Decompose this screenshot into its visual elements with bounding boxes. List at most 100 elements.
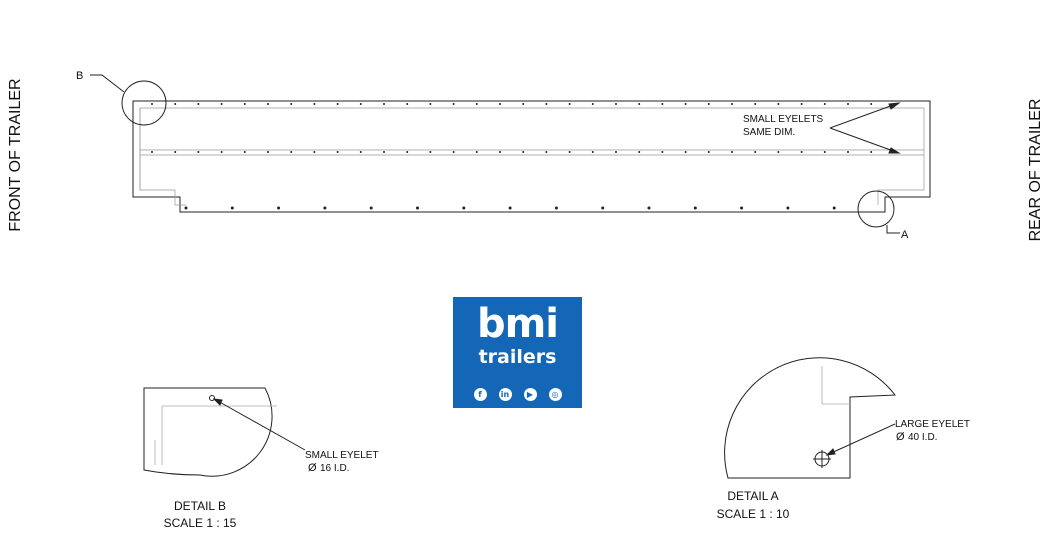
large-eyelet	[786, 206, 790, 210]
small-eyelet	[290, 151, 293, 153]
eyelets	[151, 103, 896, 210]
small-eyelet	[522, 103, 525, 105]
large-eyelet	[554, 206, 558, 210]
detail-b-small-eyelet	[209, 395, 215, 401]
small-eyelet	[823, 103, 826, 105]
small-eyelet	[359, 103, 362, 105]
detail-a-scale: SCALE 1 : 10	[717, 507, 790, 521]
small-eyelet	[847, 103, 849, 105]
small-eyelet	[220, 103, 223, 105]
small-eyelet	[499, 151, 501, 153]
detail-a-callout-circle	[857, 190, 895, 228]
small-eyelet	[777, 103, 780, 105]
detail-a-leader	[886, 225, 900, 234]
large-eyelet	[416, 206, 419, 210]
small-eyelet	[313, 103, 316, 105]
detail-a-drawing	[724, 357, 896, 479]
large-eyelet	[832, 206, 836, 210]
detail-b-diameter-symbol: Ø	[308, 462, 317, 474]
small-eyelet	[870, 151, 873, 153]
small-eyelet	[383, 103, 385, 105]
large-eyelet	[508, 206, 512, 210]
detail-b-note-arrow	[212, 398, 306, 451]
small-eyelet	[591, 151, 594, 153]
facebook-icon: f	[473, 388, 487, 401]
detail-a-note-line2: 40 I.D.	[908, 432, 937, 443]
instagram-icon: ◎	[548, 388, 562, 401]
linkedin-icon: in	[498, 388, 512, 401]
small-eyelet	[568, 151, 571, 153]
small-eyelet	[754, 151, 757, 153]
large-eyelet	[647, 206, 651, 210]
small-eyelet	[220, 151, 223, 153]
small-eyelet	[336, 151, 339, 153]
small-eyelet	[406, 103, 409, 105]
youtube-icon: ▶	[523, 388, 537, 401]
small-eyelets-arrows	[829, 102, 901, 154]
large-eyelet	[277, 206, 281, 210]
small-eyelet	[174, 151, 177, 153]
small-eyelet	[406, 151, 409, 153]
small-eyelet	[823, 151, 826, 153]
small-eyelet	[638, 151, 641, 153]
small-eyelet	[290, 103, 293, 105]
detail-a-title: DETAIL A	[727, 489, 778, 503]
detail-b-callout-letter: B	[76, 70, 83, 82]
detail-b-drawing	[143, 387, 273, 477]
large-eyelet	[601, 206, 605, 210]
bmi-trailers-logo: bmi trailers f in ▶ ◎	[453, 297, 582, 408]
small-eyelet	[847, 151, 849, 153]
large-eyelet	[693, 206, 697, 210]
logo-subtitle-text: trailers	[478, 346, 557, 368]
logo-brand-text: bmi	[476, 301, 559, 347]
small-eyelet	[151, 103, 153, 105]
small-eyelet	[684, 151, 687, 153]
small-eyelet	[267, 103, 269, 105]
front-of-trailer-label: FRONT OF TRAILER	[7, 78, 24, 231]
small-eyelet	[383, 151, 385, 153]
large-eyelet	[230, 206, 234, 210]
detail-a-diameter-symbol: Ø	[896, 431, 905, 443]
trailer-outline	[132, 100, 931, 213]
small-eyelet	[638, 103, 641, 105]
small-eyelet	[174, 103, 177, 105]
detail-a-note-line1: LARGE EYELET	[895, 419, 970, 430]
small-eyelet	[777, 151, 780, 153]
detail-a-large-eyelet	[813, 450, 831, 468]
small-eyelet	[475, 103, 478, 105]
small-eyelet	[661, 151, 664, 153]
small-eyelet	[615, 103, 617, 105]
small-eyelet	[243, 151, 246, 153]
small-eyelet	[615, 151, 617, 153]
large-eyelet	[369, 206, 373, 210]
small-eyelet	[151, 151, 153, 153]
small-eyelet	[800, 103, 803, 105]
small-eyelet	[313, 151, 316, 153]
detail-b-callout-circle	[121, 80, 167, 126]
detail-b-note-line2: 16 I.D.	[320, 463, 349, 474]
small-eyelet	[731, 151, 733, 153]
small-eyelet	[754, 103, 757, 105]
small-eyelet	[336, 103, 339, 105]
small-eyelet	[870, 103, 873, 105]
small-eyelet	[684, 103, 687, 105]
large-eyelet	[323, 206, 327, 210]
small-eyelet	[429, 151, 432, 153]
trailer-inner-lines	[139, 107, 925, 206]
large-eyelet	[184, 206, 188, 210]
small-eyelet	[359, 151, 362, 153]
detail-a-note-arrow	[825, 423, 896, 456]
small-eyelet	[429, 103, 432, 105]
small-eyelet	[800, 151, 803, 153]
small-eyelet	[568, 103, 571, 105]
small-eyelet	[243, 103, 246, 105]
detail-a-inner-lines	[821, 366, 850, 405]
small-eyelet	[499, 103, 501, 105]
detail-a-callout-letter: A	[901, 229, 909, 241]
detail-b-title: DETAIL B	[174, 499, 226, 513]
small-eyelets-note-line2: SAME DIM.	[743, 127, 795, 138]
small-eyelet	[522, 151, 525, 153]
small-eyelet	[452, 103, 455, 105]
small-eyelet	[545, 151, 548, 153]
